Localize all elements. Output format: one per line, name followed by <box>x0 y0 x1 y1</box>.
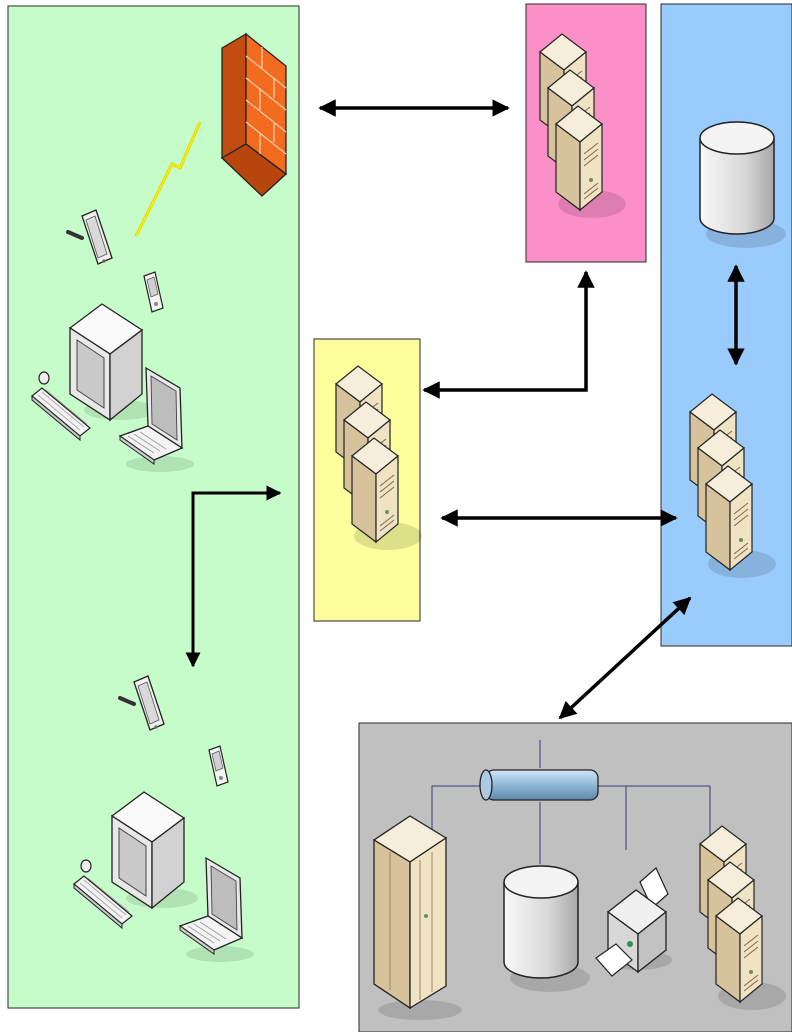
network-bus-icon <box>479 769 599 801</box>
data-zone <box>660 3 792 647</box>
firewall-icon <box>220 32 288 197</box>
database-icon <box>699 121 787 249</box>
lightning-icon <box>134 121 202 237</box>
connector-client-split <box>185 485 282 668</box>
printer-icon <box>595 867 672 977</box>
database-icon <box>503 865 591 993</box>
mainframe-icon <box>372 815 462 1020</box>
network-lines <box>431 740 711 864</box>
connector-data-backend <box>558 596 692 720</box>
connector-dmz-app <box>422 270 595 399</box>
